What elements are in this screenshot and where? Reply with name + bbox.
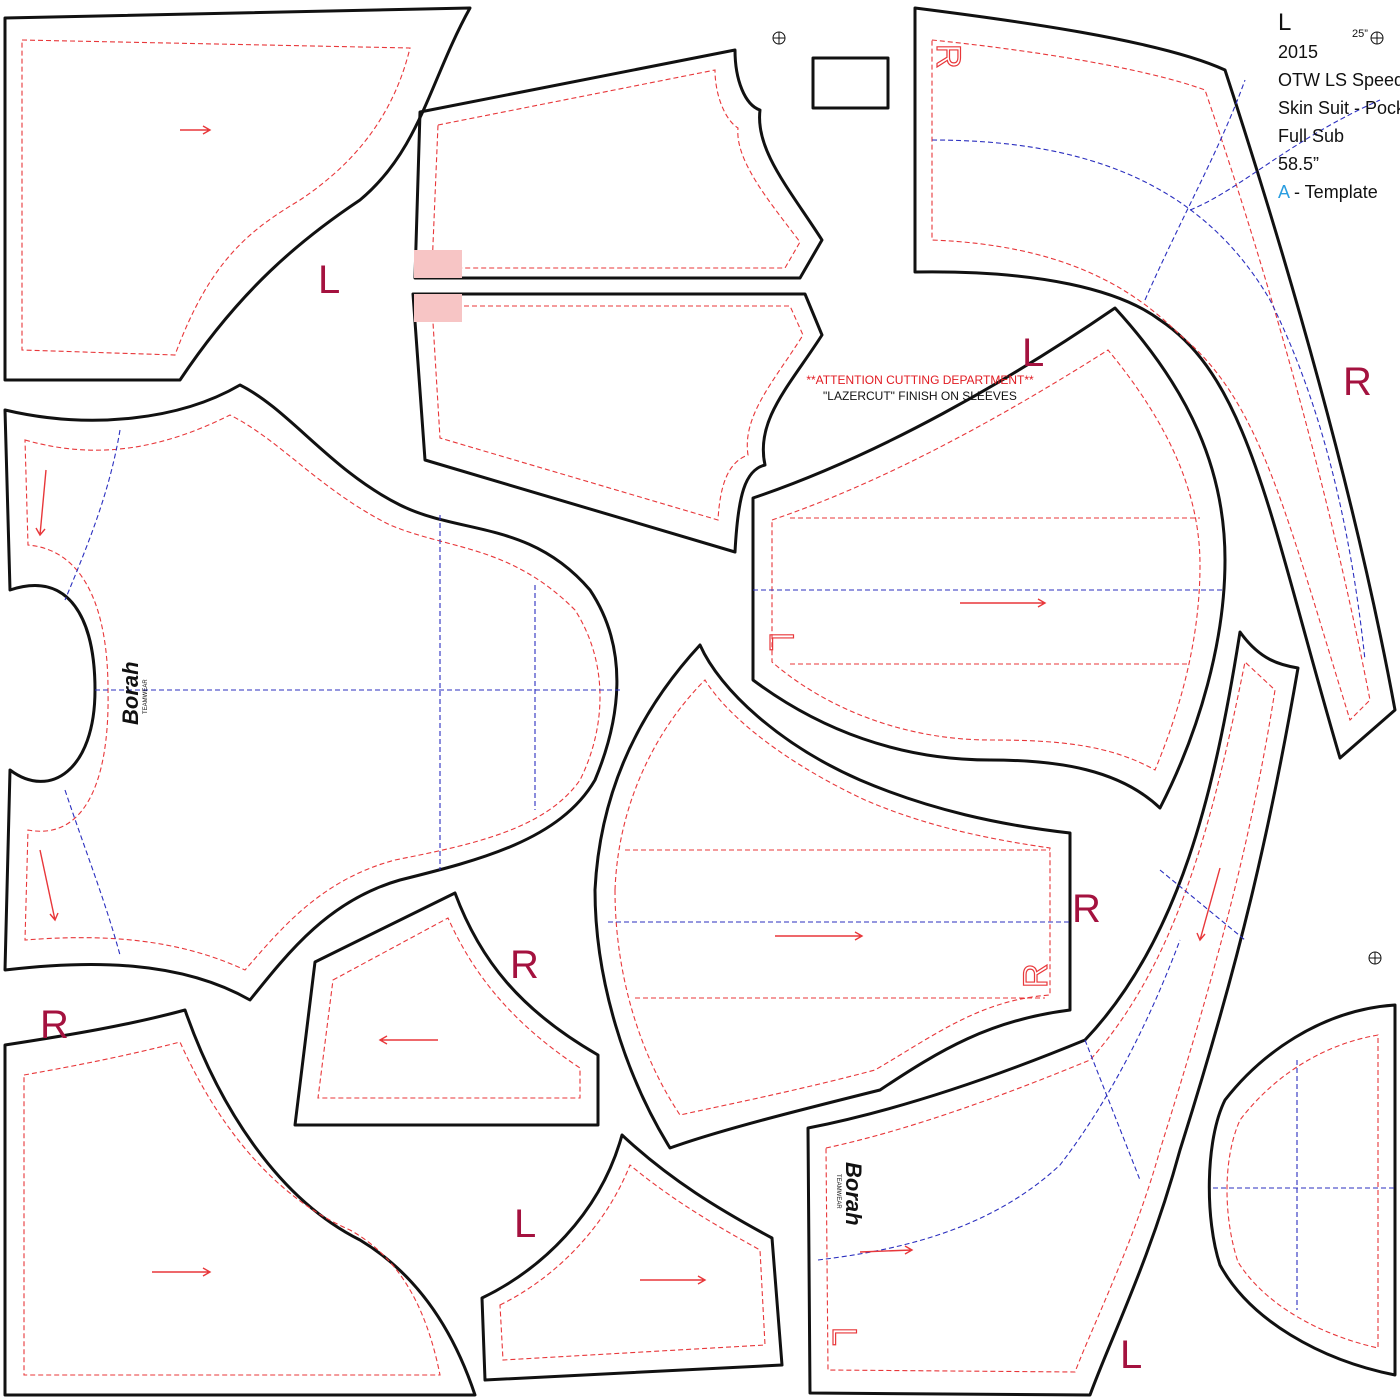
pattern-piece-gusset: [1207, 1003, 1397, 1377]
piece-label-sleeve-right: R: [1343, 360, 1372, 404]
spec-line1: OTW LS Speed: [1278, 70, 1400, 90]
spec-template: A - Template: [1278, 178, 1400, 206]
spec-line3: Full Sub: [1278, 126, 1345, 146]
registration-target-icon: [1368, 951, 1382, 965]
registration-target-icon: [772, 31, 786, 45]
piece-label-front-right: R: [1072, 887, 1101, 931]
piece-label-side-left: L: [1022, 331, 1044, 375]
spec-block: L 2015 OTW LS Speed Skin Suit - Pocket F…: [1278, 8, 1400, 206]
piece-label-leg-right: R: [40, 1003, 69, 1047]
piece-label-leg-left: L: [1120, 1333, 1142, 1377]
spec-length: 58.5”: [1278, 154, 1320, 174]
inside-label-l-mid: L: [762, 632, 800, 651]
inside-label-r-front: R: [1017, 963, 1055, 988]
pattern-piece-leg-bottom-left: [3, 1008, 477, 1397]
pattern-piece-front-torso: [3, 383, 622, 1002]
spec-line2: Skin Suit - Pocket: [1278, 98, 1400, 118]
inside-label-l-leg: L: [825, 1327, 863, 1346]
brand-logo-text: Borah: [118, 661, 143, 725]
inside-label-r-top: R: [929, 44, 967, 69]
brand-logo-text-2: Borah: [841, 1162, 866, 1226]
cutting-warning: **ATTENTION CUTTING DEPARTMENT**: [806, 373, 1034, 387]
cutting-notice: **ATTENTION CUTTING DEPARTMENT** "LAZERC…: [800, 372, 1040, 404]
template-suffix: - Template: [1289, 182, 1378, 202]
spec-size: L: [1278, 9, 1292, 36]
brand-logo: Borah TEAMWEAR: [118, 661, 149, 725]
brand-logo-2: Borah TEAMWEAR: [835, 1162, 866, 1226]
pattern-piece-front-lower: [593, 643, 1072, 1150]
pattern-piece-back-top-left: [3, 6, 472, 382]
corner-mark: 25”: [1352, 28, 1368, 40]
pattern-piece-side-left: [751, 306, 1227, 810]
pattern-piece-small-left: [480, 1133, 784, 1382]
pattern-piece-sleeve-lower: [411, 292, 824, 554]
pattern-piece-small-right: [293, 891, 600, 1127]
spec-year: 2015: [1278, 42, 1319, 62]
piece-label-left-back: L: [318, 258, 340, 302]
pattern-piece-leg-right: [806, 630, 1300, 1397]
piece-label-small-left: L: [514, 1202, 536, 1246]
brand-logo-sub-2: TEAMWEAR: [835, 1174, 841, 1209]
template-letter: A: [1278, 182, 1290, 202]
brand-logo-sub: TEAMWEAR: [143, 679, 149, 714]
pocket-template: [811, 56, 890, 110]
registration-target-icon: [1370, 31, 1384, 45]
piece-label-small-right: R: [510, 943, 539, 987]
pattern-piece-sleeve-upper: [413, 48, 824, 280]
cutting-instruction: "LAZERCUT" FINISH ON SLEEVES: [823, 389, 1017, 403]
pattern-piece-side-right: [913, 6, 1397, 760]
